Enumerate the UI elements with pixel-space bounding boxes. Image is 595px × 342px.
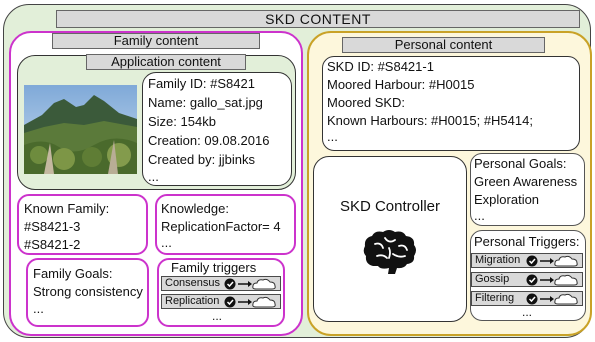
personal-info-box xyxy=(322,56,580,151)
family-triggers-box xyxy=(157,258,285,327)
known-family-title: Known Family: xyxy=(24,201,110,216)
check-arrow-cloud-icon xyxy=(224,295,280,309)
moored-skd: Moored SKD: xyxy=(327,95,406,110)
skd-controller-label: SKD Controller xyxy=(339,198,441,215)
check-arrow-cloud-icon xyxy=(224,277,280,291)
application-content-title: Application content xyxy=(86,54,246,70)
moored-harbour: Moored Harbour: #H0015 xyxy=(327,77,475,92)
knowledge-title: Knowledge: xyxy=(161,201,229,216)
trigger-label: Filtering xyxy=(475,292,515,304)
personal-goals-title: Personal Goals: xyxy=(474,156,567,171)
personal-goals-box xyxy=(470,153,585,226)
knowledge-item: ReplicationFactor= 4 xyxy=(161,219,281,234)
family-goals-box xyxy=(26,258,149,327)
family-id: Family ID: #S8421 xyxy=(148,76,255,91)
skd-content-title: SKD CONTENT xyxy=(56,10,580,28)
application-more: ... xyxy=(148,169,159,184)
known-harbours: Known Harbours: #H0015; #H5414; xyxy=(327,113,533,128)
application-info-box xyxy=(142,72,292,186)
check-arrow-cloud-icon xyxy=(526,273,582,287)
family-trigger-replication: Replication xyxy=(161,294,281,309)
brain-icon xyxy=(361,228,419,274)
personal-goals-more: ... xyxy=(474,208,485,223)
file-size: Size: 154kb xyxy=(148,114,216,129)
family-goals-item: Strong consistency xyxy=(33,284,143,299)
personal-triggers-more: ... xyxy=(522,305,533,319)
trigger-label: Gossip xyxy=(475,273,510,285)
creation-date: Creation: 09.08.2016 xyxy=(148,133,270,148)
family-content-title: Family content xyxy=(52,33,260,49)
trigger-label: Migration xyxy=(475,254,521,266)
check-arrow-cloud-icon xyxy=(526,254,582,268)
personal-content-title: Personal content xyxy=(342,37,545,53)
personal-goals-item: Exploration xyxy=(474,192,540,207)
personal-triggers-title: Personal Triggers: xyxy=(474,234,580,249)
family-goals-more: ... xyxy=(33,301,44,316)
personal-info-more: ... xyxy=(327,129,338,144)
file-name: Name: gallo_sat.jpg xyxy=(148,95,263,110)
created-by: Created by: jjbinks xyxy=(148,152,255,167)
landscape-photo xyxy=(24,85,137,174)
knowledge-more: ... xyxy=(161,235,172,250)
family-triggers-more: ... xyxy=(212,309,223,323)
family-goals-title: Family Goals: xyxy=(33,266,113,281)
skd-id: SKD ID: #S8421-1 xyxy=(327,59,434,74)
personal-goals-item: Green Awareness xyxy=(474,174,578,189)
check-arrow-cloud-icon xyxy=(526,292,582,306)
family-trigger-consensus: Consensus xyxy=(161,276,281,291)
knowledge-box xyxy=(155,194,296,255)
known-family-box xyxy=(17,194,148,255)
trigger-label: Consensus xyxy=(165,277,221,289)
known-family-item: #S8421-3 xyxy=(24,219,81,234)
trigger-label: Replication xyxy=(165,295,220,307)
known-family-item: #S8421-2 xyxy=(24,237,81,252)
family-triggers-title: Family triggers xyxy=(171,260,257,275)
